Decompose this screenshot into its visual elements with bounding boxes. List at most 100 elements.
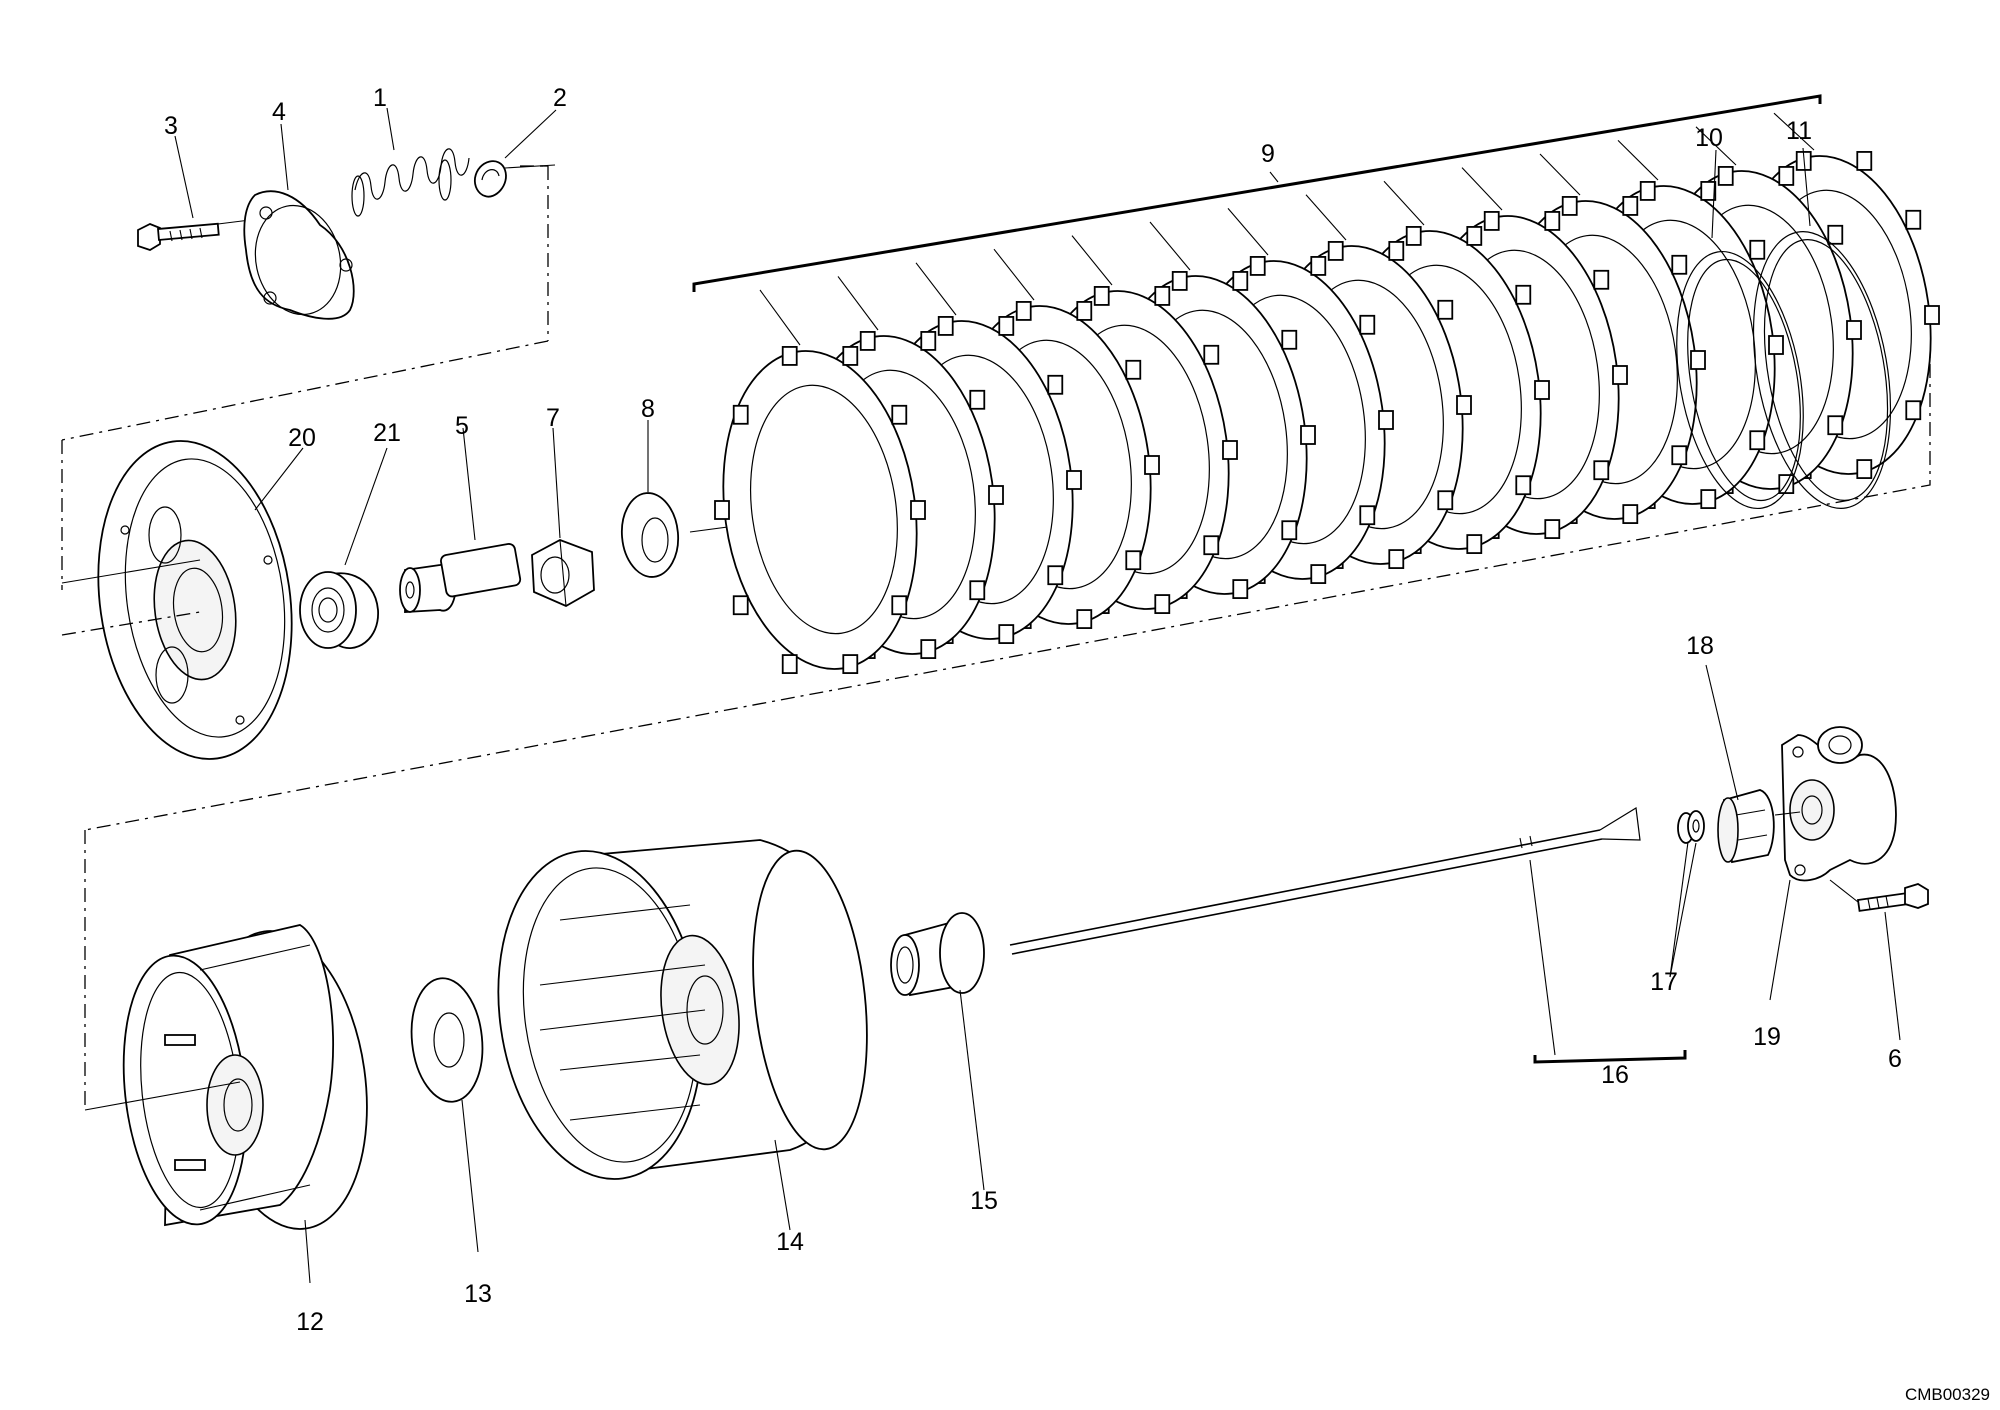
bracket-9 (692, 94, 1822, 292)
disc-tab (1593, 460, 1610, 481)
disc-tab (732, 595, 749, 616)
disc-tab (1534, 380, 1550, 400)
disc-tab (1378, 410, 1394, 430)
disc-tab (1144, 455, 1160, 475)
disc-tab (1466, 226, 1483, 246)
disc-tab (1717, 166, 1734, 186)
disc-tab (1076, 301, 1093, 321)
callout-11: 11 (1786, 117, 1812, 145)
bushing-icon (890, 912, 985, 997)
disc-tab (1076, 609, 1093, 629)
disc-tab (1405, 226, 1422, 246)
leader-lines (174, 107, 1901, 1284)
disc-leader-line (1305, 194, 1347, 241)
disc-tab (1905, 209, 1922, 230)
disc-tab (714, 500, 730, 520)
callout-19: 19 (1753, 1023, 1781, 1051)
disc-tab (1154, 594, 1171, 614)
disc-leader-line (1461, 167, 1503, 211)
disc-leader-line (1149, 221, 1191, 271)
disc-tab (1437, 490, 1454, 511)
disc-tab (1232, 271, 1249, 291)
disc-tab (1700, 181, 1717, 201)
disc-tab (1924, 305, 1940, 325)
clutch-disc-icon (714, 112, 1940, 674)
callout-8: 8 (641, 395, 655, 423)
bearing-icon (299, 571, 379, 649)
disc-tab (1561, 196, 1578, 216)
callout-7: 7 (546, 404, 560, 432)
pushrod-icon (1009, 807, 1641, 955)
bolt-icon (137, 218, 259, 251)
disc-tab (1281, 520, 1298, 541)
disc-tab (1905, 400, 1922, 421)
pushrod-cap-icon (399, 543, 522, 613)
bracket-16 (1533, 1050, 1687, 1064)
disc-tab (1749, 430, 1766, 451)
disc-tab (891, 404, 908, 425)
disc-tab (920, 331, 937, 351)
disc-tab (842, 654, 859, 674)
disc-leader-line (1695, 126, 1737, 166)
disc-tab (1359, 314, 1376, 335)
nut-icon (531, 539, 595, 608)
piston-icon (1717, 789, 1775, 864)
disc-tab (1066, 470, 1082, 490)
o-ring-icon (1676, 231, 1892, 510)
disc-leader-line (1071, 235, 1113, 286)
callout-16: 16 (1601, 1061, 1629, 1089)
disc-tab (732, 404, 749, 425)
disc-tab (1310, 256, 1327, 276)
disc-tab (859, 331, 876, 351)
disc-leader-line (1383, 180, 1425, 226)
disc-tab (1093, 286, 1110, 306)
disc-tab (969, 389, 986, 410)
disc-tab (1612, 365, 1628, 385)
pressure-plate-icon (61, 440, 293, 760)
bolt-icon (1829, 879, 1929, 912)
disc-tab (920, 639, 937, 659)
disc-leader-line (993, 248, 1035, 301)
disc-tab (1856, 459, 1873, 479)
disc-leader-line (1617, 140, 1659, 181)
spring-icon (351, 148, 470, 217)
disc-tab (1846, 320, 1862, 340)
disc-tab (1388, 241, 1405, 261)
disc-tab (1222, 440, 1238, 460)
disc-tab (1125, 550, 1142, 571)
disc-tab (937, 316, 954, 336)
callout-4: 4 (272, 98, 286, 126)
plate-icon (243, 190, 355, 320)
disc-tab (998, 316, 1015, 336)
callout-13: 13 (464, 1280, 492, 1308)
disc-tab (1154, 286, 1171, 306)
disc-tab (1768, 335, 1784, 355)
disc-tab (910, 500, 926, 520)
disc-tab (1300, 425, 1316, 445)
disc-tab (781, 654, 798, 674)
disc-tab (1456, 395, 1472, 415)
disc-tab (1749, 239, 1766, 260)
disc-tab (1437, 299, 1454, 320)
callout-2: 2 (553, 84, 567, 112)
clip-icon (473, 160, 556, 198)
disc-leader-line (1539, 153, 1581, 196)
disc-tab (1203, 344, 1220, 365)
clutch-housing-icon (497, 839, 868, 1180)
callout-6: 6 (1888, 1045, 1902, 1073)
disc-tab (1827, 415, 1844, 436)
disc-tab (1639, 181, 1656, 201)
disc-tab (1690, 350, 1706, 370)
disc-tab (1827, 224, 1844, 245)
disc-tab (1047, 565, 1064, 586)
disc-leader-line (759, 289, 801, 346)
callout-15: 15 (970, 1187, 998, 1215)
disc-tab (1700, 489, 1717, 509)
disc-tab (1047, 374, 1064, 395)
disc-tab (1622, 504, 1639, 524)
disc-tab (1327, 241, 1344, 261)
disc-tab (1249, 256, 1266, 276)
disc-tab (781, 346, 798, 366)
disc-tab (1515, 475, 1532, 496)
